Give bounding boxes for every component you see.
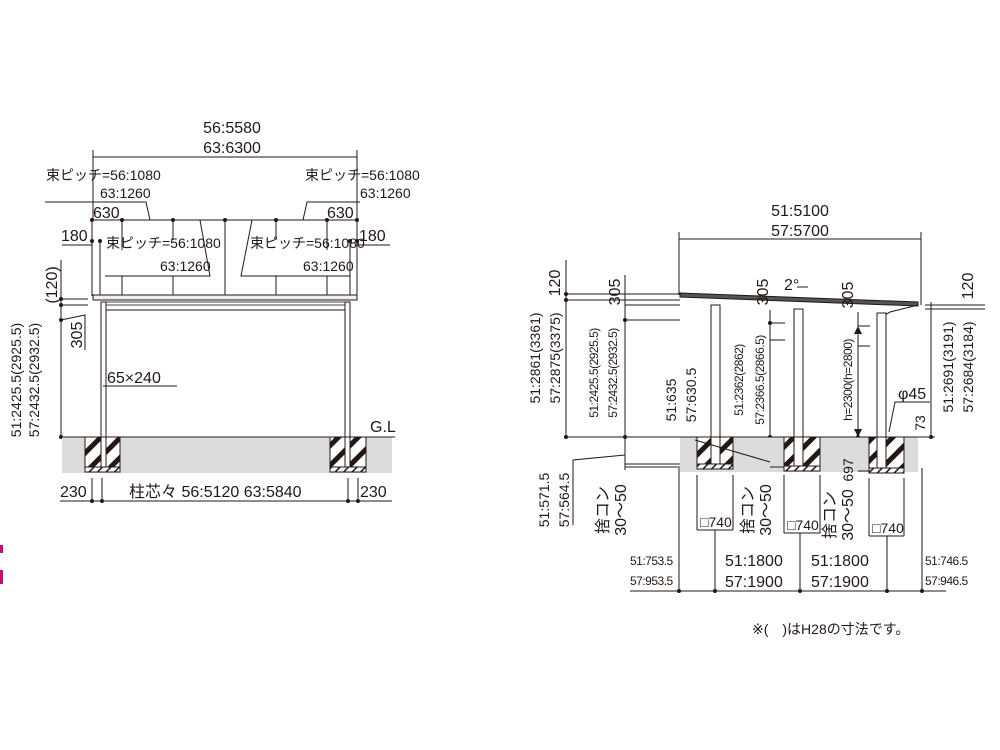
lean-concrete-label: 捨コン — [821, 491, 839, 539]
embed-697-label: 697 — [840, 458, 856, 482]
pitch-label: 束ピッチ=56:1080 — [106, 235, 221, 251]
edge-630-right: 630 — [327, 205, 354, 222]
roof-thickness-front: 120 — [547, 270, 564, 297]
post-rear — [876, 312, 887, 438]
side-view: 51:5100 57:5700 2° 120 120 305 305 305 5… — [527, 203, 985, 637]
beam-height-1: 305 — [607, 279, 624, 306]
pitch-label: 束ピッチ=56:1080 — [46, 167, 161, 183]
base-73-label: 73 — [912, 415, 928, 431]
post-span-label: 柱芯々 56:5120 63:5840 — [129, 483, 302, 501]
spacing-rear-51: 51:746.5 — [925, 554, 969, 568]
spacing-mid1-57: 57:1900 — [725, 574, 783, 591]
overall-width-56: 56:5580 — [203, 120, 261, 137]
edge-630-left: 630 — [93, 205, 120, 222]
embed-depth-51: 51:571.5 — [536, 473, 552, 528]
beam-height-label: 305 — [69, 322, 86, 349]
pitch-label: 63:1260 — [160, 258, 211, 274]
pitch-label: 束ピッチ=56:1080 — [250, 235, 365, 251]
total-height-51: 51:2861(3361) — [527, 312, 543, 403]
beam-height-2: 305 — [755, 279, 772, 306]
pitch-label: 束ピッチ=56:1080 — [305, 167, 420, 183]
mid-height-57: 57:2366.5(2866.5) — [753, 335, 767, 425]
spacing-mid1-51: 51:1800 — [725, 553, 783, 570]
overhang-right: 230 — [360, 484, 387, 501]
pitch-label: 63:1260 — [100, 185, 151, 201]
h28-note: ※( )はH28の寸法です。 — [752, 621, 909, 637]
beam — [101, 301, 349, 306]
roof-thickness-label: (120) — [44, 266, 61, 303]
eave-height-57: 57:2432.5(2932.5) — [606, 328, 620, 418]
pitch-label: 63:1260 — [303, 258, 354, 274]
rear-height-57: 57:2684(3184) — [960, 321, 976, 412]
footing-size: □740 — [700, 514, 732, 530]
beam-height-3: 305 — [840, 282, 857, 309]
lean-concrete-label: 捨コン — [594, 486, 612, 534]
post-diameter-label: φ45 — [898, 386, 926, 403]
lean-concrete-range: 30〜50 — [613, 484, 630, 536]
lean-concrete-label: 捨コン — [739, 486, 757, 534]
slope-label: 2° — [784, 277, 799, 294]
embed-front-51: 51:635 — [663, 378, 679, 421]
total-height-57: 57:2875(3375) — [547, 312, 563, 403]
roof-slope — [679, 292, 919, 307]
edge-180-left: 180 — [61, 228, 88, 245]
overhang-left: 230 — [60, 484, 87, 501]
footing-size: □740 — [872, 520, 904, 536]
embed-front-57: 57:630.5 — [683, 368, 699, 423]
overall-width-63: 63:6300 — [203, 140, 261, 157]
post-size-label: 65×240 — [107, 370, 161, 387]
spacing-mid2-57: 57:1900 — [811, 574, 869, 591]
edge-mark — [0, 570, 3, 584]
spacing-mid2-51: 51:1800 — [811, 553, 869, 570]
pitch-label: 63:1260 — [360, 185, 411, 201]
lean-concrete-range: 30〜50 — [840, 489, 857, 541]
post-mid — [793, 308, 804, 438]
footings — [696, 436, 905, 474]
roof-panel — [92, 294, 358, 301]
footing-size: □740 — [787, 517, 819, 533]
clearance-label: h=2300(h=2800) — [841, 339, 855, 421]
embed-depth-57: 57:564.5 — [556, 473, 572, 528]
spacing-front-57: 57:953.5 — [630, 574, 674, 588]
side-width-51: 51:5100 — [771, 203, 829, 220]
eave-height-51: 51:2425.5(2925.5) — [587, 328, 601, 418]
front-view: 56:5580 63:6300 束ピッチ=56:1080 63:1260 束ピッ… — [8, 120, 420, 503]
spacing-rear-57: 57:946.5 — [925, 574, 969, 588]
mid-height-51: 51:2362(2862) — [732, 344, 746, 416]
post-front — [710, 304, 721, 438]
edge-mark — [0, 545, 3, 553]
lean-concrete-range: 30〜50 — [758, 484, 775, 536]
ground-level-label: G.L — [370, 419, 396, 436]
roof-thickness-rear: 120 — [960, 273, 977, 300]
height-label-57: 57:2432.5(2932.5) — [26, 323, 42, 437]
edge-180-right: 180 — [359, 228, 386, 245]
height-label-51: 51:2425.5(2925.5) — [8, 323, 24, 437]
rear-height-51: 51:2691(3191) — [940, 321, 956, 412]
side-width-57: 57:5700 — [771, 223, 829, 240]
spacing-front-51: 51:753.5 — [630, 554, 674, 568]
